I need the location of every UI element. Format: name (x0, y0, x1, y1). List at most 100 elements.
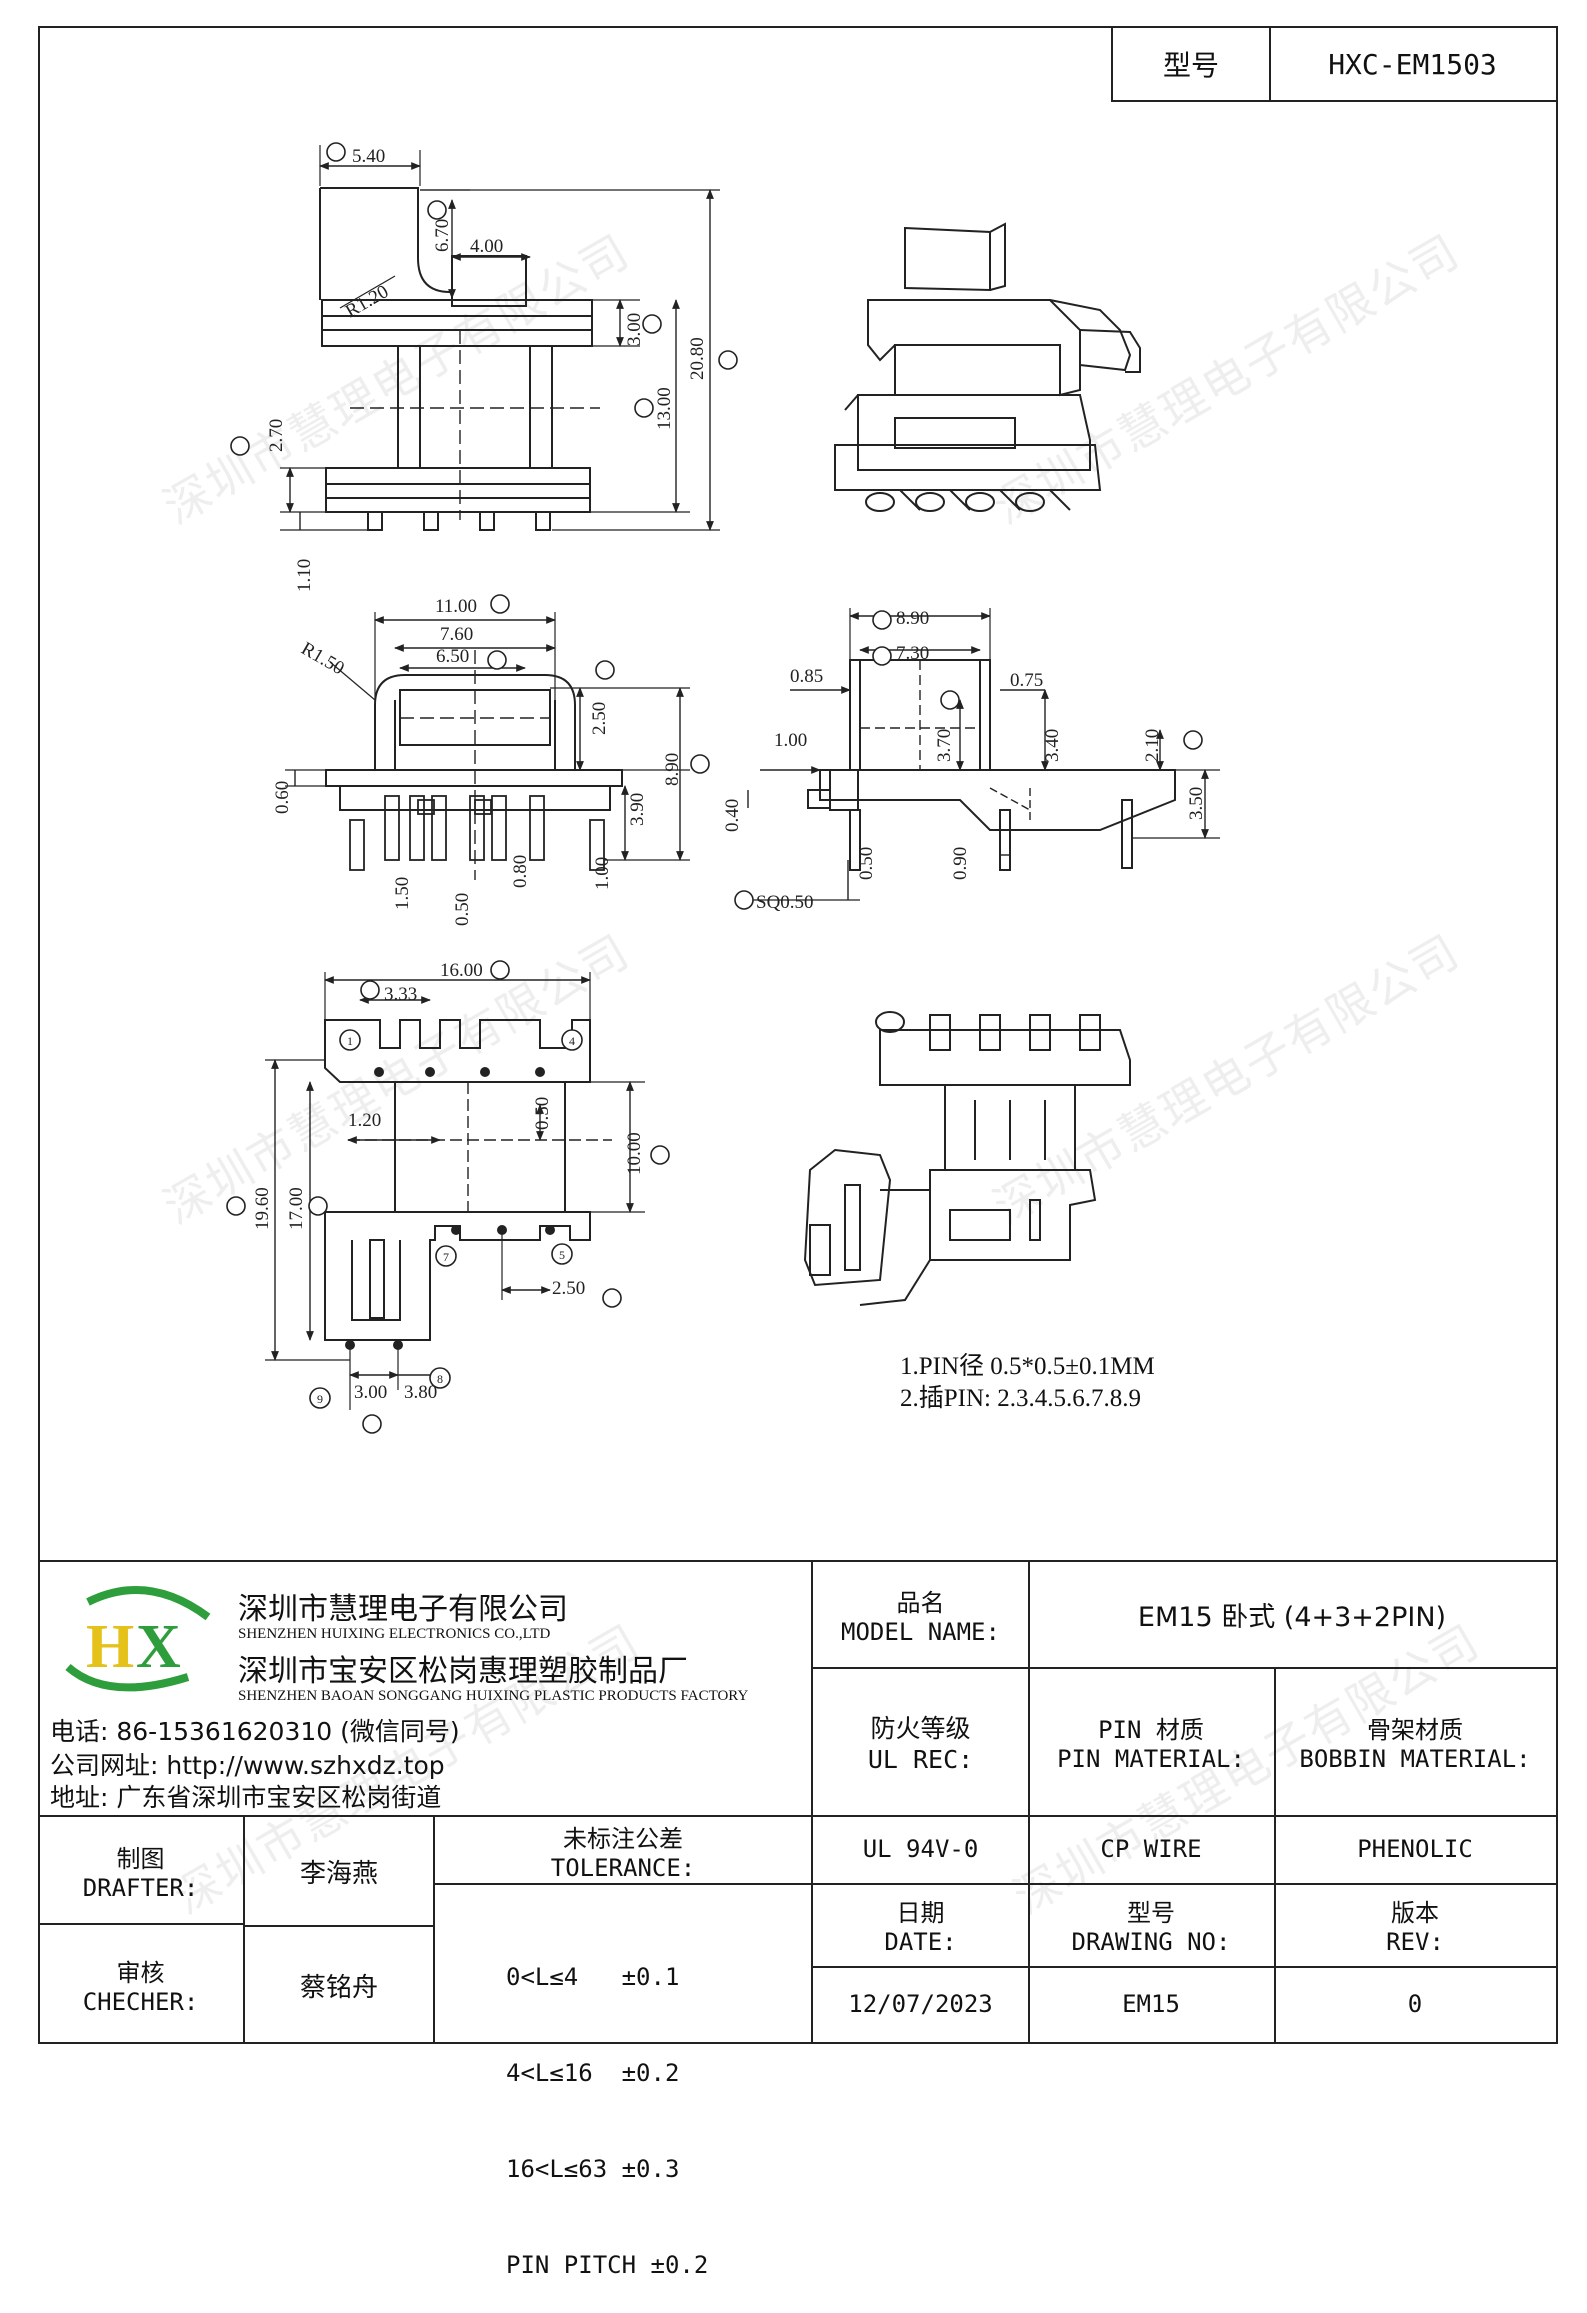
svg-text:6.70: 6.70 (432, 219, 453, 252)
company-name-en-1: SHENZHEN HUIXING ELECTRONICS CO.,LTD (238, 1626, 551, 1642)
checker-label-cell: 审核 CHECHER: (38, 1925, 245, 2044)
drawing-no-value-cell: EM15 (1028, 1966, 1276, 2044)
svg-text:3.40: 3.40 (1042, 729, 1063, 762)
staff-table (38, 1815, 813, 2046)
svg-text:5.40: 5.40 (352, 146, 385, 167)
model-name-label-cn: 品名 (896, 1589, 945, 1617)
side-view (280, 145, 720, 531)
svg-text:SQ0.50: SQ0.50 (756, 892, 814, 913)
tolerance-label-en: TOLERANCE: (550, 1853, 696, 1882)
svg-text:8.90: 8.90 (896, 608, 929, 629)
svg-text:13.00: 13.00 (654, 387, 675, 430)
date-label-cell: 日期 DATE: (811, 1883, 1030, 1968)
drawing-no-label-cell: 型号 DRAWING NO: (1028, 1883, 1276, 1968)
drafter-label-cn: 制图 (116, 1844, 165, 1873)
svg-text:8.90: 8.90 (662, 753, 683, 786)
svg-text:5: 5 (559, 1248, 565, 1262)
front-view (285, 612, 690, 880)
company-block: H X 深圳市慧理电子有限公司 SHENZHEN HUIXING ELECTRO… (38, 1562, 811, 1817)
svg-text:20.80: 20.80 (687, 337, 708, 380)
model-name-value: EM15 卧式 (4+3+2PIN) (1137, 1602, 1447, 1633)
rev-value: 0 (1407, 1990, 1423, 2018)
pin-material-label-en: PIN MATERIAL: (1057, 1744, 1245, 1773)
company-name-cn-2: 深圳市宝安区松岗惠理塑胶制品厂 (238, 1654, 688, 1689)
checker-label-en: CHECHER: (82, 1988, 199, 2016)
technical-drawing: 147 589 5.40 6.70 4.00 R1.20 3.00 20.80 … (226, 142, 1220, 1434)
svg-text:9: 9 (317, 1392, 323, 1406)
ul-value-cell: UL 94V-0 (811, 1815, 1030, 1885)
svg-text:3.90: 3.90 (627, 793, 648, 826)
svg-text:7.60: 7.60 (440, 624, 473, 645)
tolerance-label-cn: 未标注公差 (563, 1824, 683, 1853)
svg-text:0.50: 0.50 (452, 893, 473, 926)
drawing-no-label-cn: 型号 (1127, 1899, 1175, 1927)
model-name-label-en: MODEL NAME: (841, 1618, 1000, 1646)
checker-label-cn: 审核 (116, 1959, 165, 1987)
checker-name-cell: 蔡铭舟 (245, 1925, 435, 2044)
ul-value: UL 94V-0 (862, 1835, 979, 1863)
rev-value-cell: 0 (1274, 1966, 1558, 2044)
iso-view-bottom (803, 1011, 1131, 1306)
svg-text:0.60: 0.60 (272, 781, 293, 814)
svg-text:8: 8 (437, 1372, 443, 1386)
rev-label-en: REV: (1386, 1928, 1444, 1956)
ul-label-en: UL REC: (867, 1744, 974, 1774)
drafter-label-en: DRAFTER: (82, 1873, 199, 1902)
svg-text:2.70: 2.70 (266, 419, 287, 452)
section-view (740, 608, 1220, 901)
tolerance-label-cell: 未标注公差 TOLERANCE: (435, 1817, 811, 1885)
drafter-name: 李海燕 (299, 1858, 378, 1889)
header-model-label-text: 型号 (1162, 49, 1219, 82)
title-block (38, 1560, 1558, 2046)
header-model-label: 型号 (1111, 26, 1271, 102)
svg-text:3.70: 3.70 (934, 729, 955, 762)
tolerance-line: PIN PITCH ±0.2 (506, 2251, 709, 2279)
header-model-value: HXC-EM1503 (1269, 26, 1558, 102)
svg-text:1.00: 1.00 (774, 730, 807, 751)
date-value-cell: 12/07/2023 (811, 1966, 1030, 2044)
svg-text:2.10: 2.10 (1142, 729, 1163, 762)
model-name-label-cell: 品名 MODEL NAME: (811, 1560, 1030, 1669)
rev-label-cn: 版本 (1391, 1899, 1439, 1927)
bobbin-material-label-cn: 骨架材质 (1367, 1715, 1463, 1744)
svg-text:7: 7 (443, 1250, 449, 1264)
date-label-en: DATE: (884, 1928, 957, 1956)
svg-text:4.00: 4.00 (470, 236, 503, 257)
header-model-value-text: HXC-EM1503 (1328, 47, 1497, 81)
svg-text:19.60: 19.60 (252, 1187, 273, 1230)
svg-text:X: X (136, 1613, 181, 1681)
svg-text:0.85: 0.85 (790, 666, 823, 687)
svg-text:R1.50: R1.50 (298, 638, 348, 679)
pin-material-value-cell: CP WIRE (1028, 1815, 1276, 1885)
tolerance-line: 0<L≤4 ±0.1 (506, 1963, 680, 1991)
svg-text:7.30: 7.30 (896, 643, 929, 664)
ul-label-cell: 防火等级 UL REC: (811, 1667, 1030, 1817)
svg-text:3.80: 3.80 (404, 1382, 437, 1403)
svg-text:2.50: 2.50 (552, 1278, 585, 1299)
rev-label-cell: 版本 REV: (1274, 1883, 1558, 1968)
ul-label-cn: 防火等级 (870, 1713, 971, 1743)
date-label-cn: 日期 (896, 1899, 945, 1927)
svg-text:11.00: 11.00 (435, 596, 477, 617)
svg-text:10.00: 10.00 (624, 1132, 645, 1175)
svg-text:1.20: 1.20 (348, 1110, 381, 1131)
svg-text:3.00: 3.00 (624, 313, 645, 346)
company-logo: H X (65, 1586, 211, 1692)
drafter-name-cell: 李海燕 (245, 1817, 435, 1925)
pin-material-value: CP WIRE (1100, 1835, 1202, 1863)
bobbin-material-label-cell: 骨架材质 BOBBIN MATERIAL: (1274, 1667, 1558, 1817)
svg-text:0.80: 0.80 (510, 855, 531, 888)
drawing-no-value: EM15 (1122, 1990, 1180, 2018)
bottom-view (265, 972, 645, 1410)
svg-text:1.50: 1.50 (392, 877, 413, 910)
svg-text:6.50: 6.50 (436, 646, 469, 667)
drafter-label-cell: 制图 DRAFTER: (38, 1817, 245, 1925)
svg-text:0.40: 0.40 (722, 799, 743, 832)
svg-text:16.00: 16.00 (440, 960, 483, 981)
company-name-en-2: SHENZHEN BAOAN SONGGANG HUIXING PLASTIC … (238, 1688, 749, 1704)
drawing-frame (38, 26, 1558, 2044)
svg-text:4: 4 (569, 1034, 575, 1048)
svg-text:3.50: 3.50 (1186, 787, 1207, 820)
company-address: 地址: 广东省深圳市宝安区松岗街道 (50, 1783, 442, 1812)
svg-text:1.00: 1.00 (592, 857, 613, 890)
